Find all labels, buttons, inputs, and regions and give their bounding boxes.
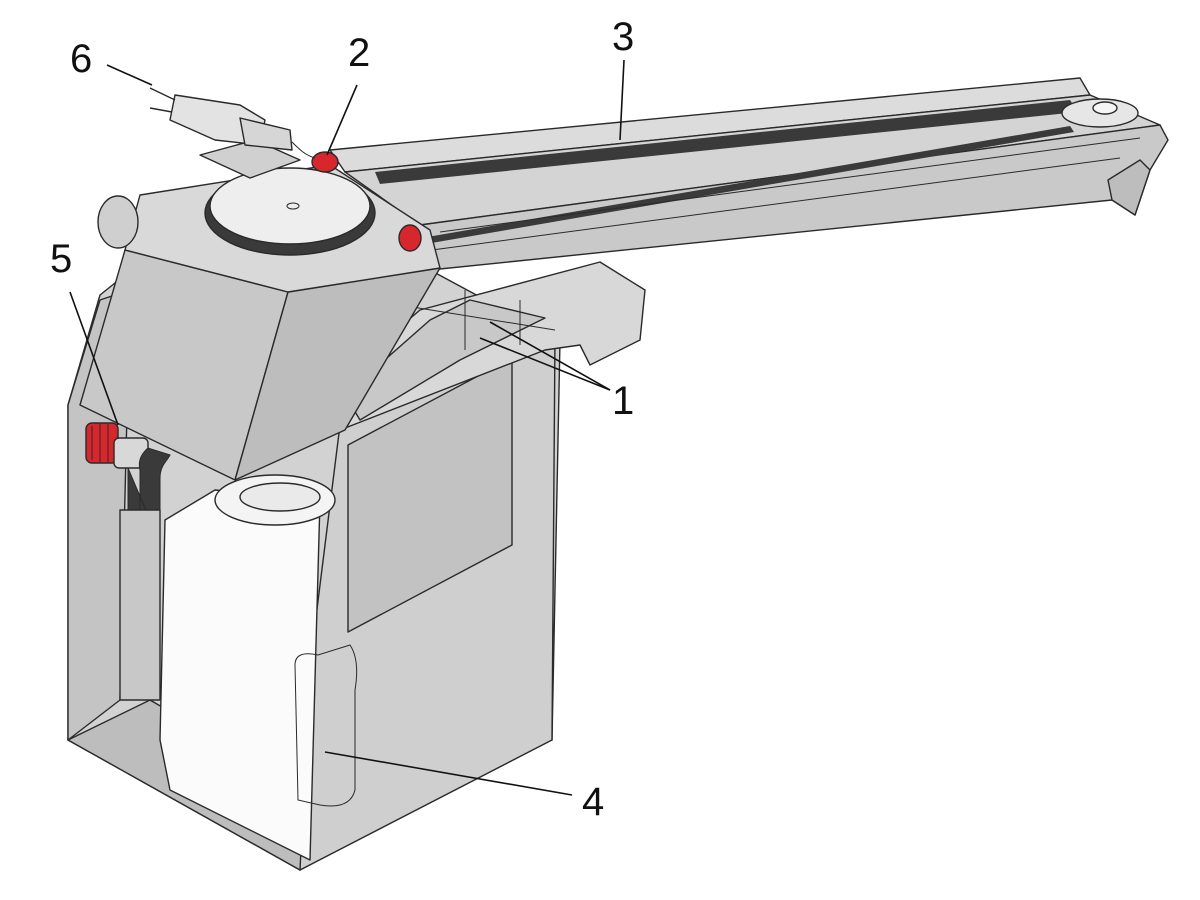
leader-6 <box>106 64 153 86</box>
conveyor-belt-lower <box>410 126 1074 246</box>
callout-6: 6 <box>70 37 92 81</box>
side-knob <box>97 195 139 249</box>
leader-lines <box>69 59 625 796</box>
plug-prong-1 <box>149 87 176 101</box>
leader-4 <box>324 751 573 796</box>
callout-3: 3 <box>612 15 634 59</box>
drive-box <box>79 139 441 481</box>
label-plate <box>347 357 513 633</box>
callout-labels: 1 2 3 4 5 6 <box>50 15 634 824</box>
plug-strain-relief <box>239 117 293 151</box>
trough-inner <box>344 299 546 421</box>
leader-3 <box>619 59 625 141</box>
callout-2: 2 <box>348 31 370 75</box>
boom-end-tip <box>1107 159 1151 216</box>
leader-5 <box>69 291 119 426</box>
hose-fitting <box>85 422 171 701</box>
hose-bracket <box>119 509 161 701</box>
power-plug <box>149 87 316 159</box>
callout-1: 1 <box>612 379 634 423</box>
callout-4: 4 <box>582 780 604 824</box>
callout-5: 5 <box>50 237 72 281</box>
drive-disc-face <box>209 167 371 245</box>
leader-1b <box>479 337 611 391</box>
red-threaded-fitting <box>85 422 119 464</box>
canister-opening <box>239 482 321 512</box>
conveyor-belt <box>375 100 1078 184</box>
end-pulley-hub <box>1092 101 1118 115</box>
canister-window <box>294 644 358 807</box>
guide-rollers <box>311 151 422 252</box>
plug-prong-2 <box>149 107 173 113</box>
skimmer-trough <box>319 261 646 431</box>
waste-canister <box>159 474 358 861</box>
drive-mount-ear <box>199 139 301 179</box>
canister-body <box>159 489 321 861</box>
red-roller-bottom <box>398 224 422 252</box>
boom-arm <box>329 77 1169 271</box>
leader-2 <box>326 84 358 156</box>
drain-hose <box>127 447 171 529</box>
leader-1a <box>489 321 611 391</box>
red-roller-top <box>311 151 339 173</box>
